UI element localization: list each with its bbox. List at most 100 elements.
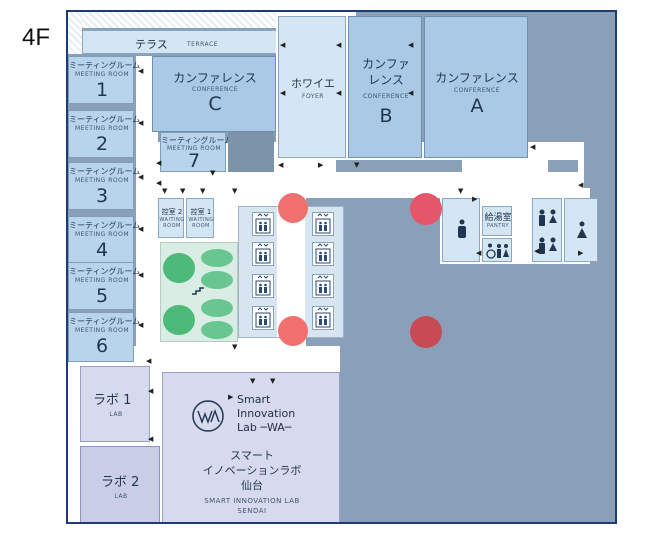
arrow-icon: ▼ xyxy=(200,187,206,195)
waiting-room-2-label-jp: 控室 2 xyxy=(161,208,183,216)
arrow-icon: ▼ xyxy=(250,377,256,385)
arrow-icon: ◀ xyxy=(148,435,154,443)
arrow-icon: ◀ xyxy=(138,271,144,279)
meeting-room-4-number: 4 xyxy=(95,239,109,261)
corridor-west xyxy=(136,56,158,384)
arrow-icon: ◀ xyxy=(138,119,144,127)
meeting-room-2[interactable]: ミーティングルーム MEETING ROOM 2 xyxy=(68,110,140,158)
plant-circle xyxy=(163,305,195,335)
lounge-area[interactable] xyxy=(160,242,238,342)
smart-lab-en-1: SMART INNOVATION LAB xyxy=(204,497,300,505)
foyer[interactable]: ホワイエ FOYER xyxy=(278,16,346,158)
conference-b-label-en: CONFERENCE xyxy=(362,93,410,100)
arrow-icon: ◀ xyxy=(336,41,342,49)
plant-oval xyxy=(201,271,233,289)
meeting-room-3[interactable]: ミーティングルーム MEETING ROOM 3 xyxy=(68,162,141,210)
elevator-icon xyxy=(312,306,334,330)
foyer-label-en: FOYER xyxy=(302,93,324,100)
conference-a-letter: A xyxy=(470,95,484,117)
terrace-label-jp: テラス xyxy=(135,38,168,51)
waiting-room-2[interactable]: 控室 2 WAITING ROOM xyxy=(158,198,184,238)
arrow-icon: ◀ xyxy=(156,179,162,187)
elevator-icon xyxy=(312,274,334,298)
arrow-icon: ◀ xyxy=(336,89,342,97)
meeting-rooms-column: ミーティングルーム MEETING ROOM 1 ミーティングルーム MEETI… xyxy=(68,56,141,366)
meeting-room-7[interactable]: ミーティングルーム MEETING ROOM 7 xyxy=(160,132,233,172)
restroom-female[interactable] xyxy=(564,198,598,262)
lab-1[interactable]: ラボ 1 LAB xyxy=(80,366,150,442)
lab-2-label-en: LAB xyxy=(114,493,128,500)
arrow-icon: ▶ xyxy=(472,195,478,203)
lab-1-label-jp: ラボ 1 xyxy=(93,393,132,408)
floor-plan-map: テラス TERRACE ミーティングルーム MEETING ROOM 1 ミーテ… xyxy=(66,10,617,524)
meeting-room-4-label-en: MEETING ROOM xyxy=(74,231,130,238)
meeting-room-3-number: 3 xyxy=(95,185,109,207)
wall-segment xyxy=(548,160,578,172)
meeting-room-6[interactable]: ミーティングルーム MEETING ROOM 6 xyxy=(68,312,140,362)
arrow-icon: ◀ xyxy=(530,143,536,151)
arrow-icon: ◀ xyxy=(138,173,144,181)
elevator-icon xyxy=(252,274,274,298)
meeting-room-1[interactable]: ミーティングルーム MEETING ROOM 1 xyxy=(68,56,140,104)
meeting-room-7-label-jp: ミーティングルーム xyxy=(161,136,233,145)
location-marker[interactable] xyxy=(410,316,442,348)
waiting-room-1-label-en-2: ROOM xyxy=(192,223,210,229)
meeting-room-5-label-en: MEETING ROOM xyxy=(74,277,130,284)
male-restroom-icon xyxy=(458,219,466,238)
location-marker[interactable] xyxy=(278,193,308,223)
lab-2[interactable]: ラボ 2 LAB xyxy=(80,446,160,522)
smart-innovation-lab[interactable]: WA Smart Innovation Lab ─WA─ スマート イノベーショ… xyxy=(162,372,340,522)
meeting-room-4-label-jp: ミーティングルーム xyxy=(69,221,141,230)
meeting-room-5[interactable]: ミーティングルーム MEETING ROOM 5 xyxy=(68,262,140,310)
restroom-main[interactable] xyxy=(532,198,562,262)
arrow-icon: ▼ xyxy=(232,187,238,195)
conference-room-c[interactable]: カンファレンス CONFERENCE C xyxy=(152,56,276,132)
location-marker[interactable] xyxy=(278,316,308,346)
meeting-room-1-number: 1 xyxy=(95,79,109,101)
conference-c-label-en: CONFERENCE xyxy=(191,86,239,93)
conference-a-label-en: CONFERENCE xyxy=(453,87,501,94)
pantry[interactable]: 給湯室 PANTRY xyxy=(482,206,512,236)
waiting-room-1-label-jp: 控室 1 xyxy=(190,208,212,216)
arrow-icon: ▼ xyxy=(232,343,238,351)
accessible-restroom-icon xyxy=(486,243,509,259)
conference-c-label-jp: カンファレンス xyxy=(173,71,257,85)
conference-room-b[interactable]: カンファ レンス CONFERENCE B xyxy=(348,16,422,158)
smart-lab-jp-2: イノベーションラボ xyxy=(202,464,302,477)
smart-lab-jp-3: 仙台 xyxy=(241,479,263,492)
smart-lab-jp-1: スマート xyxy=(230,449,274,462)
elevator-icon xyxy=(252,306,274,330)
arrow-icon: ▼ xyxy=(458,187,464,195)
meeting-room-3-label-jp: ミーティングルーム xyxy=(69,167,141,176)
service-block xyxy=(228,132,274,172)
stairs-icon xyxy=(192,287,204,295)
plant-oval xyxy=(201,321,233,339)
lab-1-label-en: LAB xyxy=(109,411,123,418)
plant-oval xyxy=(201,299,233,317)
elevator-icon xyxy=(252,212,274,236)
conference-room-a[interactable]: カンファレンス CONFERENCE A xyxy=(424,16,528,158)
arrow-icon: ◀ xyxy=(148,387,154,395)
pantry-label-jp: 給湯室 xyxy=(484,213,512,223)
arrow-icon: ◀ xyxy=(408,41,414,49)
floor-label: 4F xyxy=(22,24,51,51)
elevator-icon xyxy=(312,242,334,266)
elevator-icon xyxy=(252,242,274,266)
location-marker[interactable] xyxy=(410,193,442,225)
restroom-accessible[interactable] xyxy=(482,238,512,262)
arrow-icon: ◀ xyxy=(138,225,144,233)
arrow-icon: ◀ xyxy=(476,249,482,257)
female-restroom-icon xyxy=(539,237,557,254)
meeting-room-4[interactable]: ミーティングルーム MEETING ROOM 4 xyxy=(68,216,141,264)
arrow-icon: ▼ xyxy=(162,187,168,195)
restroom-male[interactable] xyxy=(442,198,480,262)
terrace[interactable]: テラス TERRACE xyxy=(82,30,278,54)
arrow-icon: ▼ xyxy=(354,161,360,169)
conference-b-letter: B xyxy=(379,105,393,127)
smart-lab-name-1: Smart xyxy=(237,393,271,406)
meeting-room-6-label-en: MEETING ROOM xyxy=(74,327,130,334)
meeting-room-5-number: 5 xyxy=(95,285,109,307)
waiting-room-1[interactable]: 控室 1 WAITING ROOM xyxy=(186,198,214,238)
meeting-room-2-label-en: MEETING ROOM xyxy=(74,125,130,132)
meeting-room-7-number: 7 xyxy=(187,150,201,172)
